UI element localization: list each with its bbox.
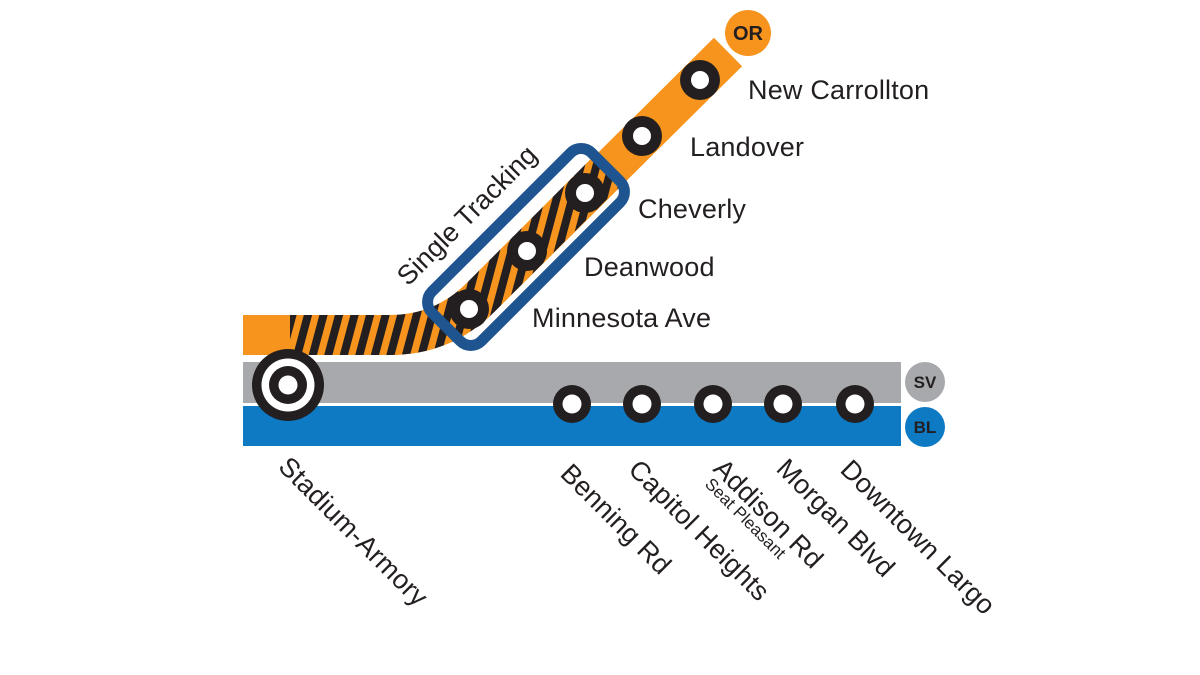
- dot-center: [691, 71, 709, 89]
- blue-line-badge: BL: [905, 407, 945, 447]
- station-dot-cheverly: [565, 173, 605, 213]
- station-dot-benning-rd: [553, 385, 591, 423]
- station-dot-capitol-heights: [623, 385, 661, 423]
- silver-line-badge: SV: [905, 362, 945, 402]
- dot-center: [576, 184, 594, 202]
- station-symbol-stadium-armory: [252, 349, 324, 421]
- dot-center: [562, 394, 582, 414]
- station-label-stadium-armory: Stadium-Armory: [273, 451, 434, 612]
- station-dot-minnesota-ave: [449, 289, 489, 329]
- station-dot-morgan-blvd: [764, 385, 802, 423]
- orange-badge-circle: [725, 10, 771, 56]
- station-label-new-carrollton: New Carrollton: [748, 75, 929, 105]
- station-dot-new-carrollton: [680, 60, 720, 100]
- orange-line-badge: OR: [725, 10, 771, 56]
- single-tracking-box: [422, 143, 630, 351]
- transfer-ring-center: [278, 375, 298, 395]
- silver-badge-circle: [905, 362, 945, 402]
- station-dot-downtown-largo: [836, 385, 874, 423]
- station-label-deanwood: Deanwood: [584, 252, 715, 282]
- orange-badge-label: OR: [733, 23, 764, 45]
- dot-center: [773, 394, 793, 414]
- dot-center: [703, 394, 723, 414]
- dot-center: [632, 394, 652, 414]
- dot-center: [845, 394, 865, 414]
- station-label-minnesota-ave: Minnesota Ave: [532, 303, 711, 333]
- dot-center: [518, 242, 536, 260]
- station-dot-addison-rd: [694, 385, 732, 423]
- station-dot-landover: [622, 116, 662, 156]
- dot-center: [460, 300, 478, 318]
- blue-badge-circle: [905, 407, 945, 447]
- station-label-landover: Landover: [690, 132, 804, 162]
- station-dot-deanwood: [507, 231, 547, 271]
- blue-badge-label: BL: [914, 418, 937, 437]
- station-label-cheverly: Cheverly: [638, 194, 746, 224]
- dot-center: [633, 127, 651, 145]
- silver-badge-label: SV: [914, 373, 937, 392]
